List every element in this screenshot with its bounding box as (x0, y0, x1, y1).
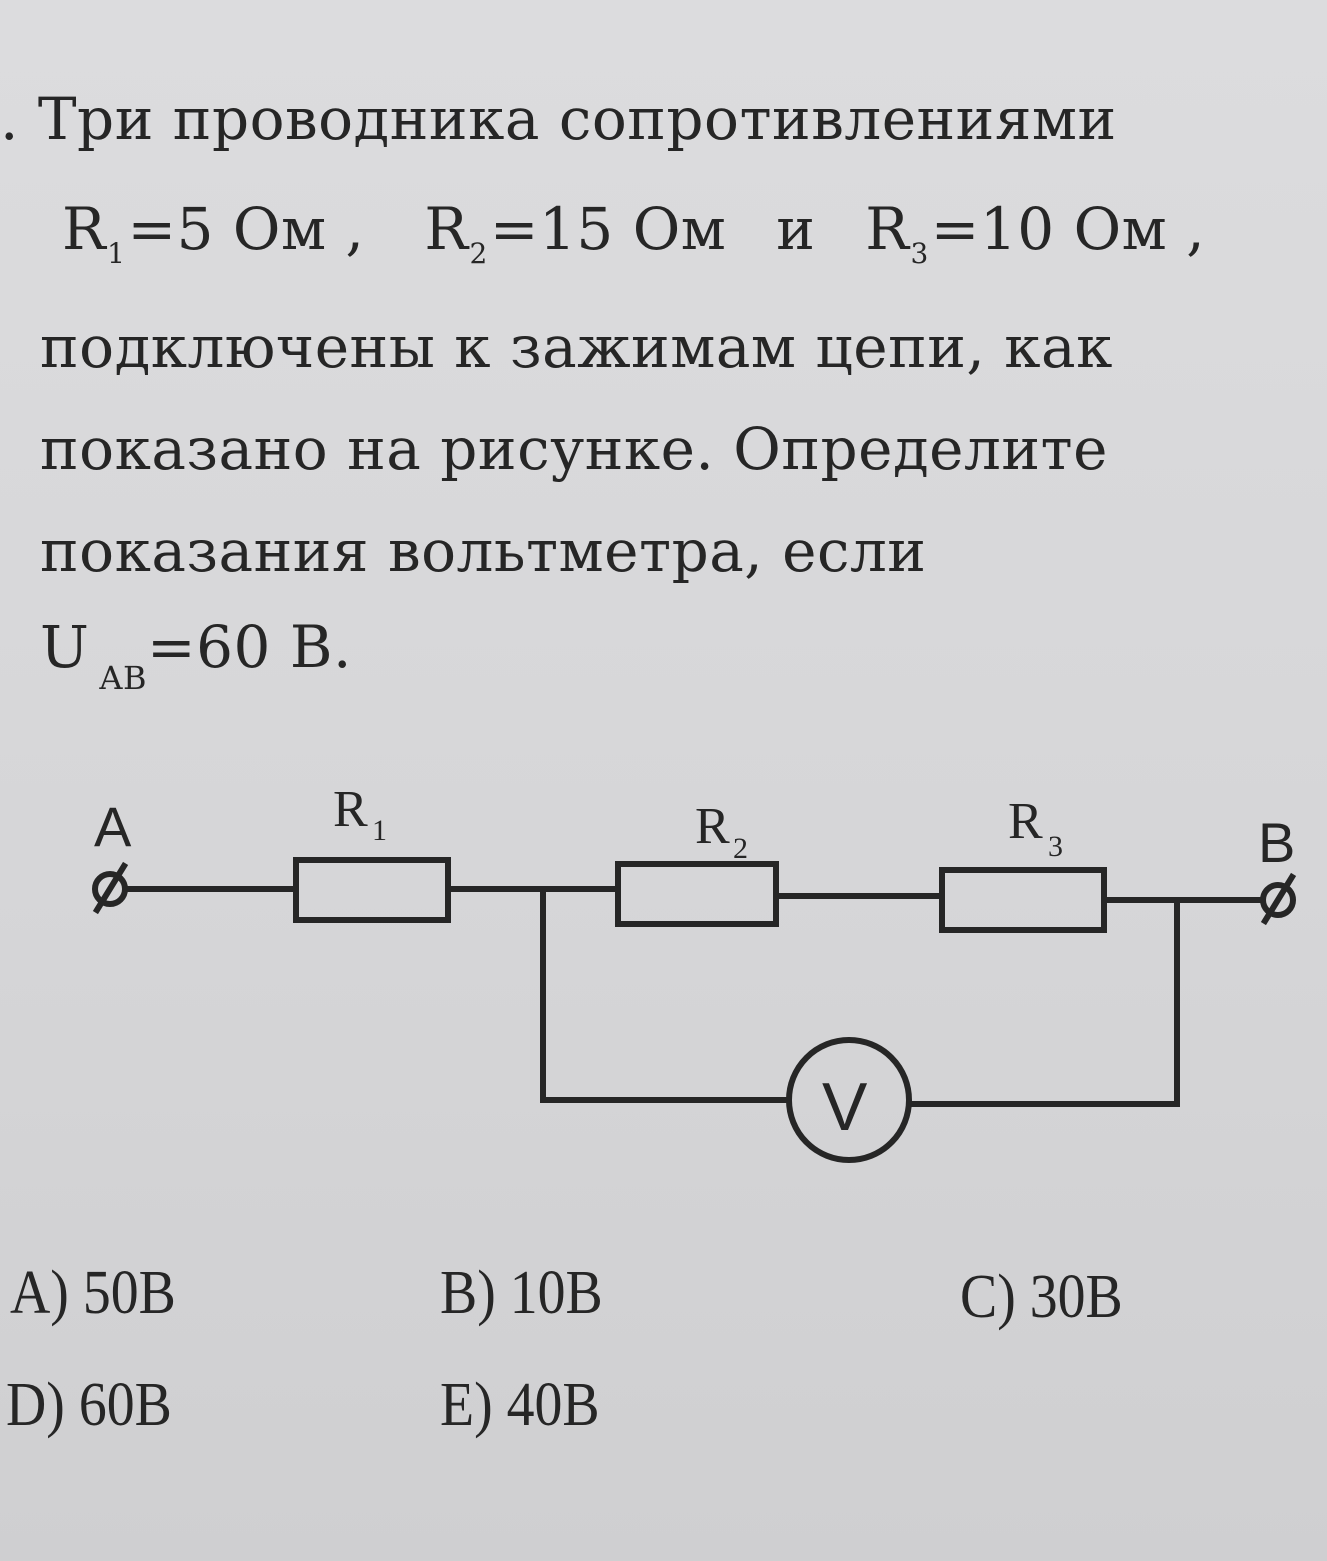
r3-letter: R (865, 195, 910, 263)
r2-letter: R (424, 195, 469, 263)
label-r2-sub: 2 (733, 832, 748, 865)
resistor-r2 (615, 861, 779, 927)
r1-value: =5 Ом , (127, 195, 365, 263)
label-r1-letter: R (333, 781, 368, 838)
problem-line-1: . Три проводника сопротивлениями (0, 90, 1117, 148)
label-r2-letter: R (695, 798, 730, 855)
problem-number-mark: . (0, 85, 19, 153)
answer-option-e[interactable]: E) 40B (440, 1371, 600, 1439)
answer-option-d[interactable]: D) 60B (6, 1371, 172, 1439)
problem-line-4: показано на рисунке. Определите (40, 415, 1108, 483)
r3-subscript: 3 (910, 237, 929, 270)
voltmeter-circle (786, 1037, 912, 1163)
answer-option-c[interactable]: C) 30B (960, 1263, 1123, 1331)
resistor-r3 (939, 867, 1107, 933)
answer-option-a[interactable]: A) 50B (10, 1259, 176, 1327)
voltmeter-label: V (822, 1069, 868, 1145)
terminal-a-slash (92, 861, 129, 915)
u-subscript: AB (99, 659, 148, 697)
terminal-a-icon (92, 871, 128, 907)
label-r3-sub: 3 (1048, 830, 1063, 863)
terminal-b-icon (1260, 882, 1296, 918)
r1-letter: R (62, 195, 107, 263)
problem-intro-text: Три проводника сопротивлениями (37, 85, 1117, 153)
terminal-b-label: B (1258, 811, 1295, 874)
u-value: =60 В. (147, 613, 352, 681)
resistances-line: R1=5 Ом , R2=15 Ом и R3=10 Ом , (62, 200, 1205, 268)
problem-line-3: подключены к зажимам цепи, как (40, 313, 1113, 381)
u-letter: U (40, 613, 90, 681)
terminal-a-label: A (94, 795, 132, 858)
conjunction-and: и (776, 195, 816, 263)
r3-value: =10 Ом , (930, 195, 1206, 263)
terminal-b-slash (1260, 872, 1297, 926)
problem-line-5: показания вольтметра, если (40, 517, 927, 585)
label-r1-sub: 1 (372, 814, 387, 847)
label-r3-letter: R (1008, 793, 1043, 850)
r2-subscript: 2 (469, 237, 488, 270)
answer-option-b[interactable]: B) 10B (440, 1259, 603, 1327)
r2-value: =15 Ом (489, 195, 727, 263)
resistor-r1 (293, 857, 451, 923)
r1-subscript: 1 (107, 237, 126, 270)
